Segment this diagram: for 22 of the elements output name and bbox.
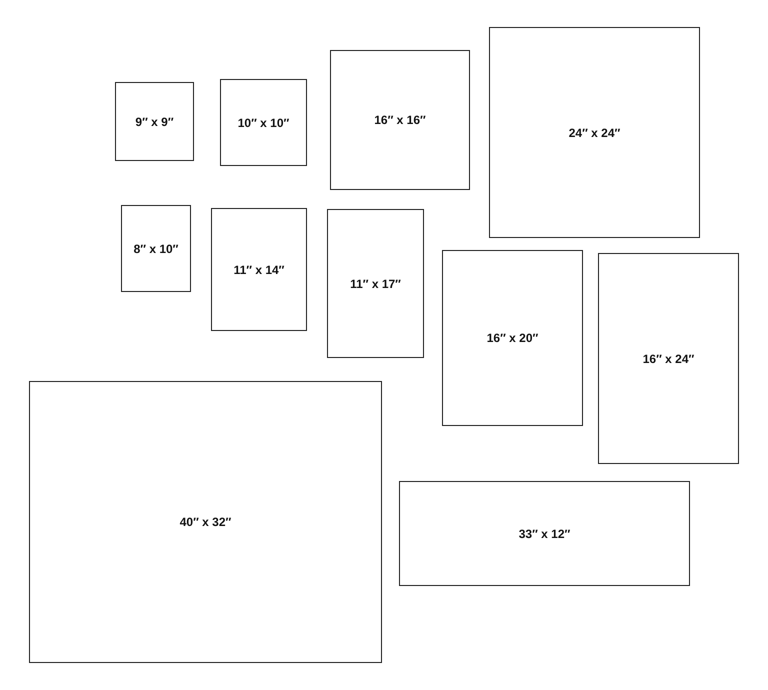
size-label: 11″ x 17″ — [350, 276, 401, 290]
frame-outline — [442, 250, 583, 426]
size-label: 11″ x 14″ — [234, 262, 284, 276]
size-label: 8″ x 10″ — [134, 242, 178, 256]
size-label: 24″ x 24″ — [568, 126, 620, 140]
frame-outline — [121, 205, 191, 292]
frame-outline — [327, 209, 424, 358]
frame-outline — [399, 481, 690, 586]
size-label: 9″ x 9″ — [135, 114, 174, 128]
frame-outline — [211, 208, 307, 331]
size-label: 16″ x 16″ — [374, 113, 426, 127]
frame-outline — [598, 253, 739, 464]
frame-outline — [330, 50, 470, 190]
size-label: 16″ x 24″ — [642, 352, 694, 366]
frame-outline — [489, 27, 700, 238]
frame-outline — [220, 79, 307, 166]
size-label: 16″ x 20″ — [486, 331, 538, 345]
size-label: 33″ x 12″ — [518, 526, 570, 540]
frame-outline — [115, 82, 194, 161]
size-label: 10″ x 10″ — [238, 116, 290, 130]
size-label: 40″ x 32″ — [180, 515, 232, 529]
frame-outline — [29, 381, 382, 663]
